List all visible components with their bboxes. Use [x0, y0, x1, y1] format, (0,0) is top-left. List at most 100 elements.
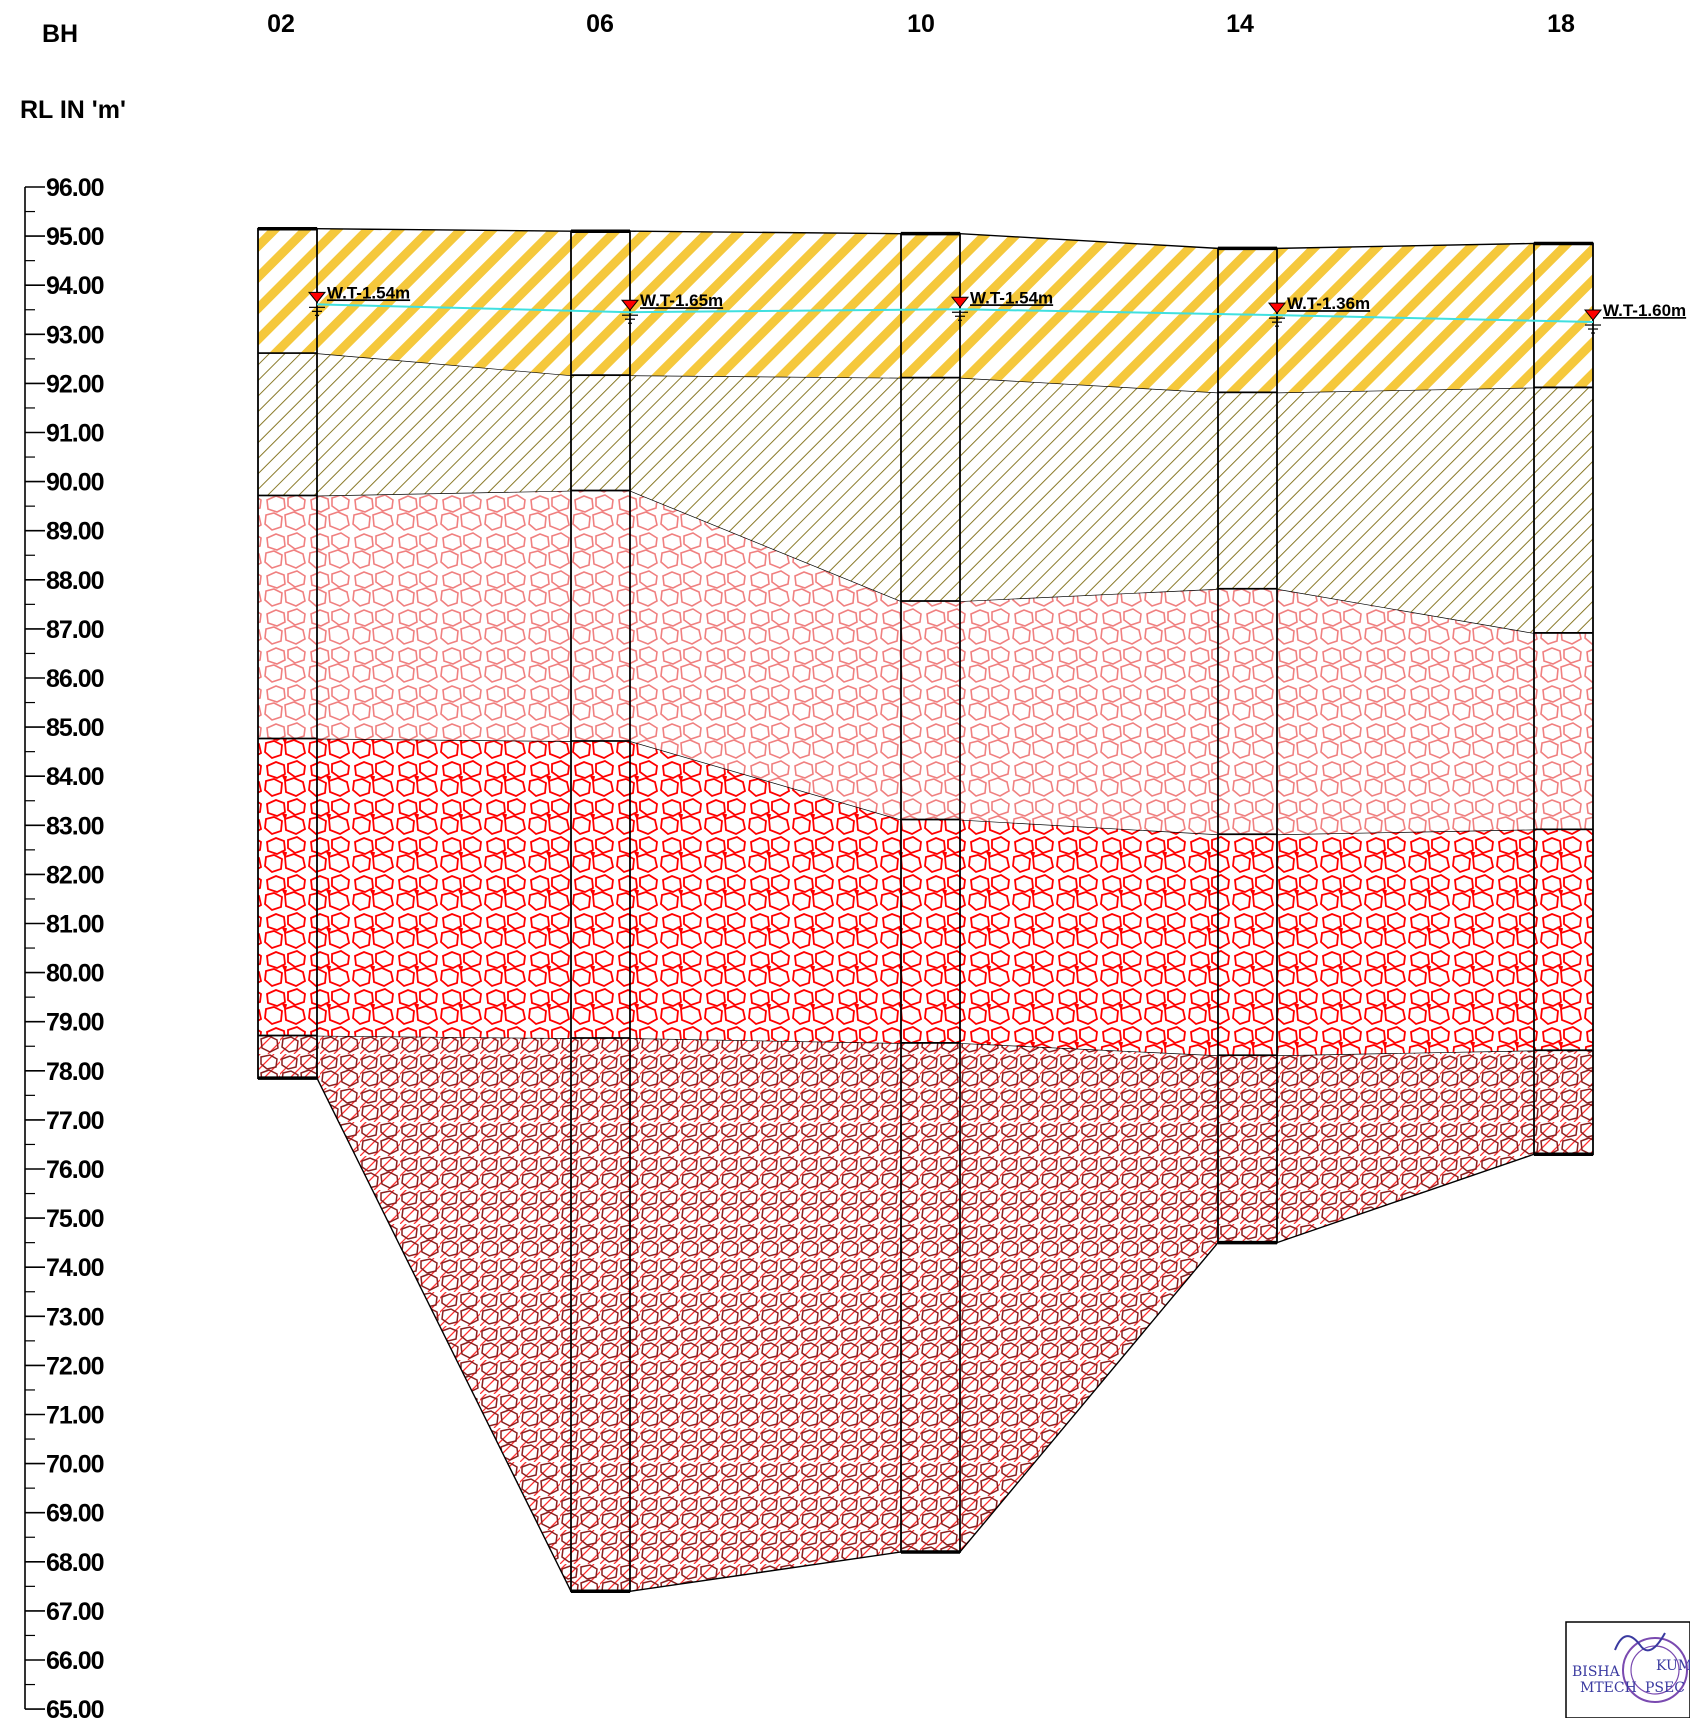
- borehole-layer: [1534, 388, 1593, 634]
- axis-tick-label: 68.00: [46, 1549, 104, 1577]
- water-table-marker-02: W.T-1.54m: [307, 283, 410, 316]
- borehole-layer: [571, 376, 630, 492]
- axis-tick-label: 74.00: [46, 1254, 104, 1282]
- layer-3-fill: [630, 491, 901, 821]
- ground-line: [316, 228, 572, 232]
- stamp-text-2: KUM: [1656, 1658, 1690, 1674]
- axis-tick-label: 92.00: [46, 370, 104, 398]
- borehole-layer: [258, 353, 317, 497]
- borehole-id-label: 06: [586, 10, 614, 38]
- layer-2-fill: [1277, 388, 1534, 634]
- axis-tick-label: 75.00: [46, 1205, 104, 1233]
- axis-tick-label: 81.00: [46, 911, 104, 939]
- axis-tick-label: 78.00: [46, 1058, 104, 1086]
- stamp-text-4: PSEC: [1645, 1680, 1685, 1696]
- axis-tick-label: 95.00: [46, 223, 104, 251]
- borehole-layer: [258, 1036, 317, 1079]
- borehole-layer: [901, 820, 960, 1044]
- borehole-layer: [258, 228, 317, 354]
- borehole-id-label: 18: [1547, 10, 1575, 38]
- axis-tick-label: 82.00: [46, 861, 104, 889]
- layer-boundary: [629, 1551, 902, 1592]
- layer-3-fill: [960, 589, 1218, 836]
- axis-tick-label: 90.00: [46, 469, 104, 497]
- water-table-marker-18: W.T-1.60m: [1583, 301, 1686, 334]
- axis-tick-label: 85.00: [46, 714, 104, 742]
- borehole-layer: [901, 233, 960, 379]
- borehole-layer: [1218, 589, 1277, 836]
- borehole-layer: [1534, 830, 1593, 1052]
- axis-tick-label: 76.00: [46, 1156, 104, 1184]
- axis-tick-label: 79.00: [46, 1009, 104, 1037]
- water-table-marker-14: W.T-1.36m: [1267, 294, 1370, 327]
- rl-header-label: RL IN 'm': [20, 96, 126, 124]
- borehole-02: 02: [257, 10, 318, 1080]
- borehole-columns: 02 06 10 14 18: [257, 10, 1594, 1594]
- layer-5-fill: [960, 1043, 1218, 1552]
- ground-line: [1276, 242, 1535, 250]
- axis-tick-label: 71.00: [46, 1402, 104, 1430]
- borehole-layer: [901, 378, 960, 602]
- water-table-triangle: [307, 291, 327, 304]
- water-table-label: W.T-1.65m: [640, 291, 723, 310]
- water-table-triangle: [950, 296, 970, 309]
- borehole-layer: [1218, 1056, 1277, 1243]
- axis-tick-label: 93.00: [46, 321, 104, 349]
- axis-tick-label: 83.00: [46, 812, 104, 840]
- ground-line: [629, 230, 902, 235]
- axis-tick-label: 72.00: [46, 1352, 104, 1380]
- axis-tick-label: 70.00: [46, 1451, 104, 1479]
- layer-3-fill: [1277, 589, 1534, 836]
- axis-tick-label: 96.00: [46, 174, 104, 202]
- axis-tick-label: 84.00: [46, 763, 104, 791]
- borehole-layer: [258, 496, 317, 740]
- layer-2-fill: [630, 376, 901, 602]
- axis-tick-label: 89.00: [46, 518, 104, 546]
- borehole-layer: [1534, 633, 1593, 831]
- borehole-layer: [901, 1043, 960, 1552]
- axis-tick-label: 86.00: [46, 665, 104, 693]
- water-table-triangle: [1583, 309, 1603, 321]
- bh-header-label: BH: [42, 20, 78, 48]
- water-table-label: W.T-1.54m: [970, 288, 1053, 307]
- axis-tick-label: 67.00: [46, 1598, 104, 1626]
- axis-tick-label: 94.00: [46, 272, 104, 300]
- water-table-marker-06: W.T-1.65m: [620, 291, 723, 324]
- axis-tick-label: 80.00: [46, 960, 104, 988]
- layer-boundary: [1276, 1153, 1535, 1244]
- borehole-layer: [1218, 835, 1277, 1057]
- axis-tick-label: 65.00: [46, 1696, 104, 1718]
- layer-3-fill: [317, 491, 571, 742]
- layer-4-fill: [1277, 830, 1534, 1057]
- rl-axis: 96.0095.0094.0093.0092.0091.0090.0089.00…: [24, 174, 105, 1718]
- water-table-label: W.T-1.36m: [1287, 294, 1370, 313]
- borehole-id-label: 10: [907, 10, 935, 38]
- borehole-outline: [1217, 247, 1278, 1244]
- borehole-id-label: 14: [1226, 10, 1254, 38]
- axis-tick-label: 73.00: [46, 1303, 104, 1331]
- water-table-triangle: [620, 299, 640, 312]
- soil-layers: [316, 228, 1535, 1592]
- borehole-layer: [571, 491, 630, 742]
- axis-tick-label: 69.00: [46, 1500, 104, 1528]
- layer-4-fill: [317, 739, 571, 1039]
- stamp-text-3: MTECH: [1580, 1680, 1637, 1696]
- water-table-label: W.T-1.54m: [327, 283, 410, 302]
- layer-4-fill: [960, 820, 1218, 1057]
- layer-5-fill: [630, 1038, 901, 1592]
- axis-tick-label: 66.00: [46, 1647, 104, 1675]
- borehole-layer: [901, 601, 960, 821]
- borehole-layer: [571, 231, 630, 377]
- layer-1-fill: [960, 233, 1218, 394]
- borehole-10: 10: [900, 10, 961, 1554]
- layer-4-fill: [630, 741, 901, 1044]
- borehole-outline: [257, 227, 318, 1080]
- layer-boundary: [959, 1242, 1219, 1553]
- engineer-stamp: BISHA KUM MTECH PSEC: [1565, 1621, 1690, 1718]
- water-table-triangle: [1267, 302, 1287, 314]
- borehole-18: 18: [1533, 10, 1594, 1157]
- layer-1-fill: [630, 231, 901, 379]
- layer-5-fill: [317, 1036, 571, 1592]
